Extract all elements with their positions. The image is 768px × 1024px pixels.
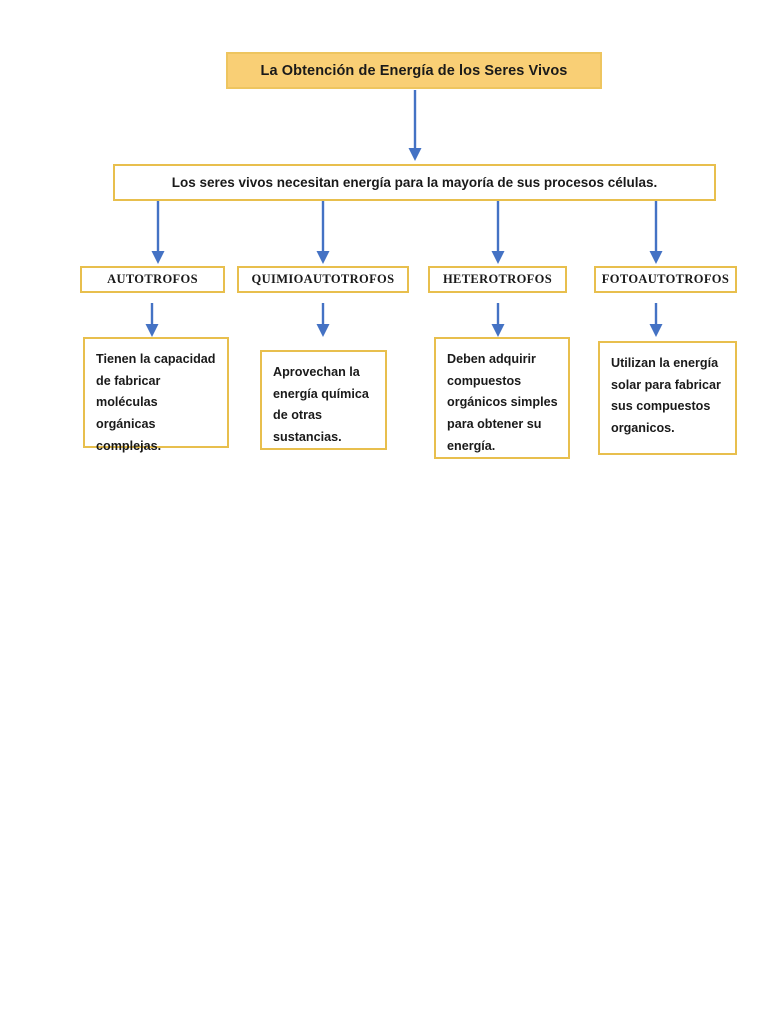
arrow-statement-to-fotoautotrofos xyxy=(649,201,663,264)
arrow-statement-to-heterotrofos xyxy=(491,201,505,264)
category-box-autotrofos: AUTOTROFOS xyxy=(80,266,225,293)
arrow-quimioautotrofos-to-description xyxy=(316,303,330,337)
statement-label: Los seres vivos necesitan energía para l… xyxy=(171,175,658,190)
description-box-quimioautotrofos: Aprovechan la energía química de otras s… xyxy=(260,350,387,450)
description-label-heterotrofos: Deben adquirir compuestos orgánicos simp… xyxy=(447,352,558,453)
category-label-heterotrofos: HETEROTROFOS xyxy=(442,272,553,286)
description-label-fotoautotrofos: Utilizan la energía solar para fabricar … xyxy=(611,356,721,435)
description-label-quimioautotrofos: Aprovechan la energía química de otras s… xyxy=(273,365,369,444)
arrow-statement-to-autotrofos xyxy=(151,201,165,264)
category-label-autotrofos: AUTOTROFOS xyxy=(107,272,198,286)
arrow-heterotrofos-to-description xyxy=(491,303,505,337)
title-label: La Obtención de Energía de los Seres Viv… xyxy=(260,62,568,79)
category-box-quimioautotrofos: QUIMIOAUTOTROFOS xyxy=(237,266,409,293)
title-box: La Obtención de Energía de los Seres Viv… xyxy=(226,52,602,89)
arrow-statement-to-quimioautotrofos xyxy=(316,201,330,264)
description-box-autotrofos: Tienen la capacidad de fabricar molécula… xyxy=(83,337,229,453)
description-box-fotoautotrofos: Utilizan la energía solar para fabricar … xyxy=(598,341,737,455)
arrow-fotoautotrofos-to-description xyxy=(649,303,663,337)
description-label-autotrofos: Tienen la capacidad de fabricar molécula… xyxy=(96,352,216,453)
statement-box: Los seres vivos necesitan energía para l… xyxy=(113,164,716,201)
category-box-fotoautotrofos: FOTOAUTOTROFOS xyxy=(594,266,737,293)
category-box-heterotrofos: HETEROTROFOS xyxy=(428,266,567,293)
category-label-fotoautotrofos: FOTOAUTOTROFOS xyxy=(601,272,730,286)
description-box-heterotrofos: Deben adquirir compuestos orgánicos simp… xyxy=(434,337,570,459)
arrow-autotrofos-to-description xyxy=(145,303,159,337)
category-label-quimioautotrofos: QUIMIOAUTOTROFOS xyxy=(251,272,395,286)
arrow-title-to-statement xyxy=(408,90,422,161)
